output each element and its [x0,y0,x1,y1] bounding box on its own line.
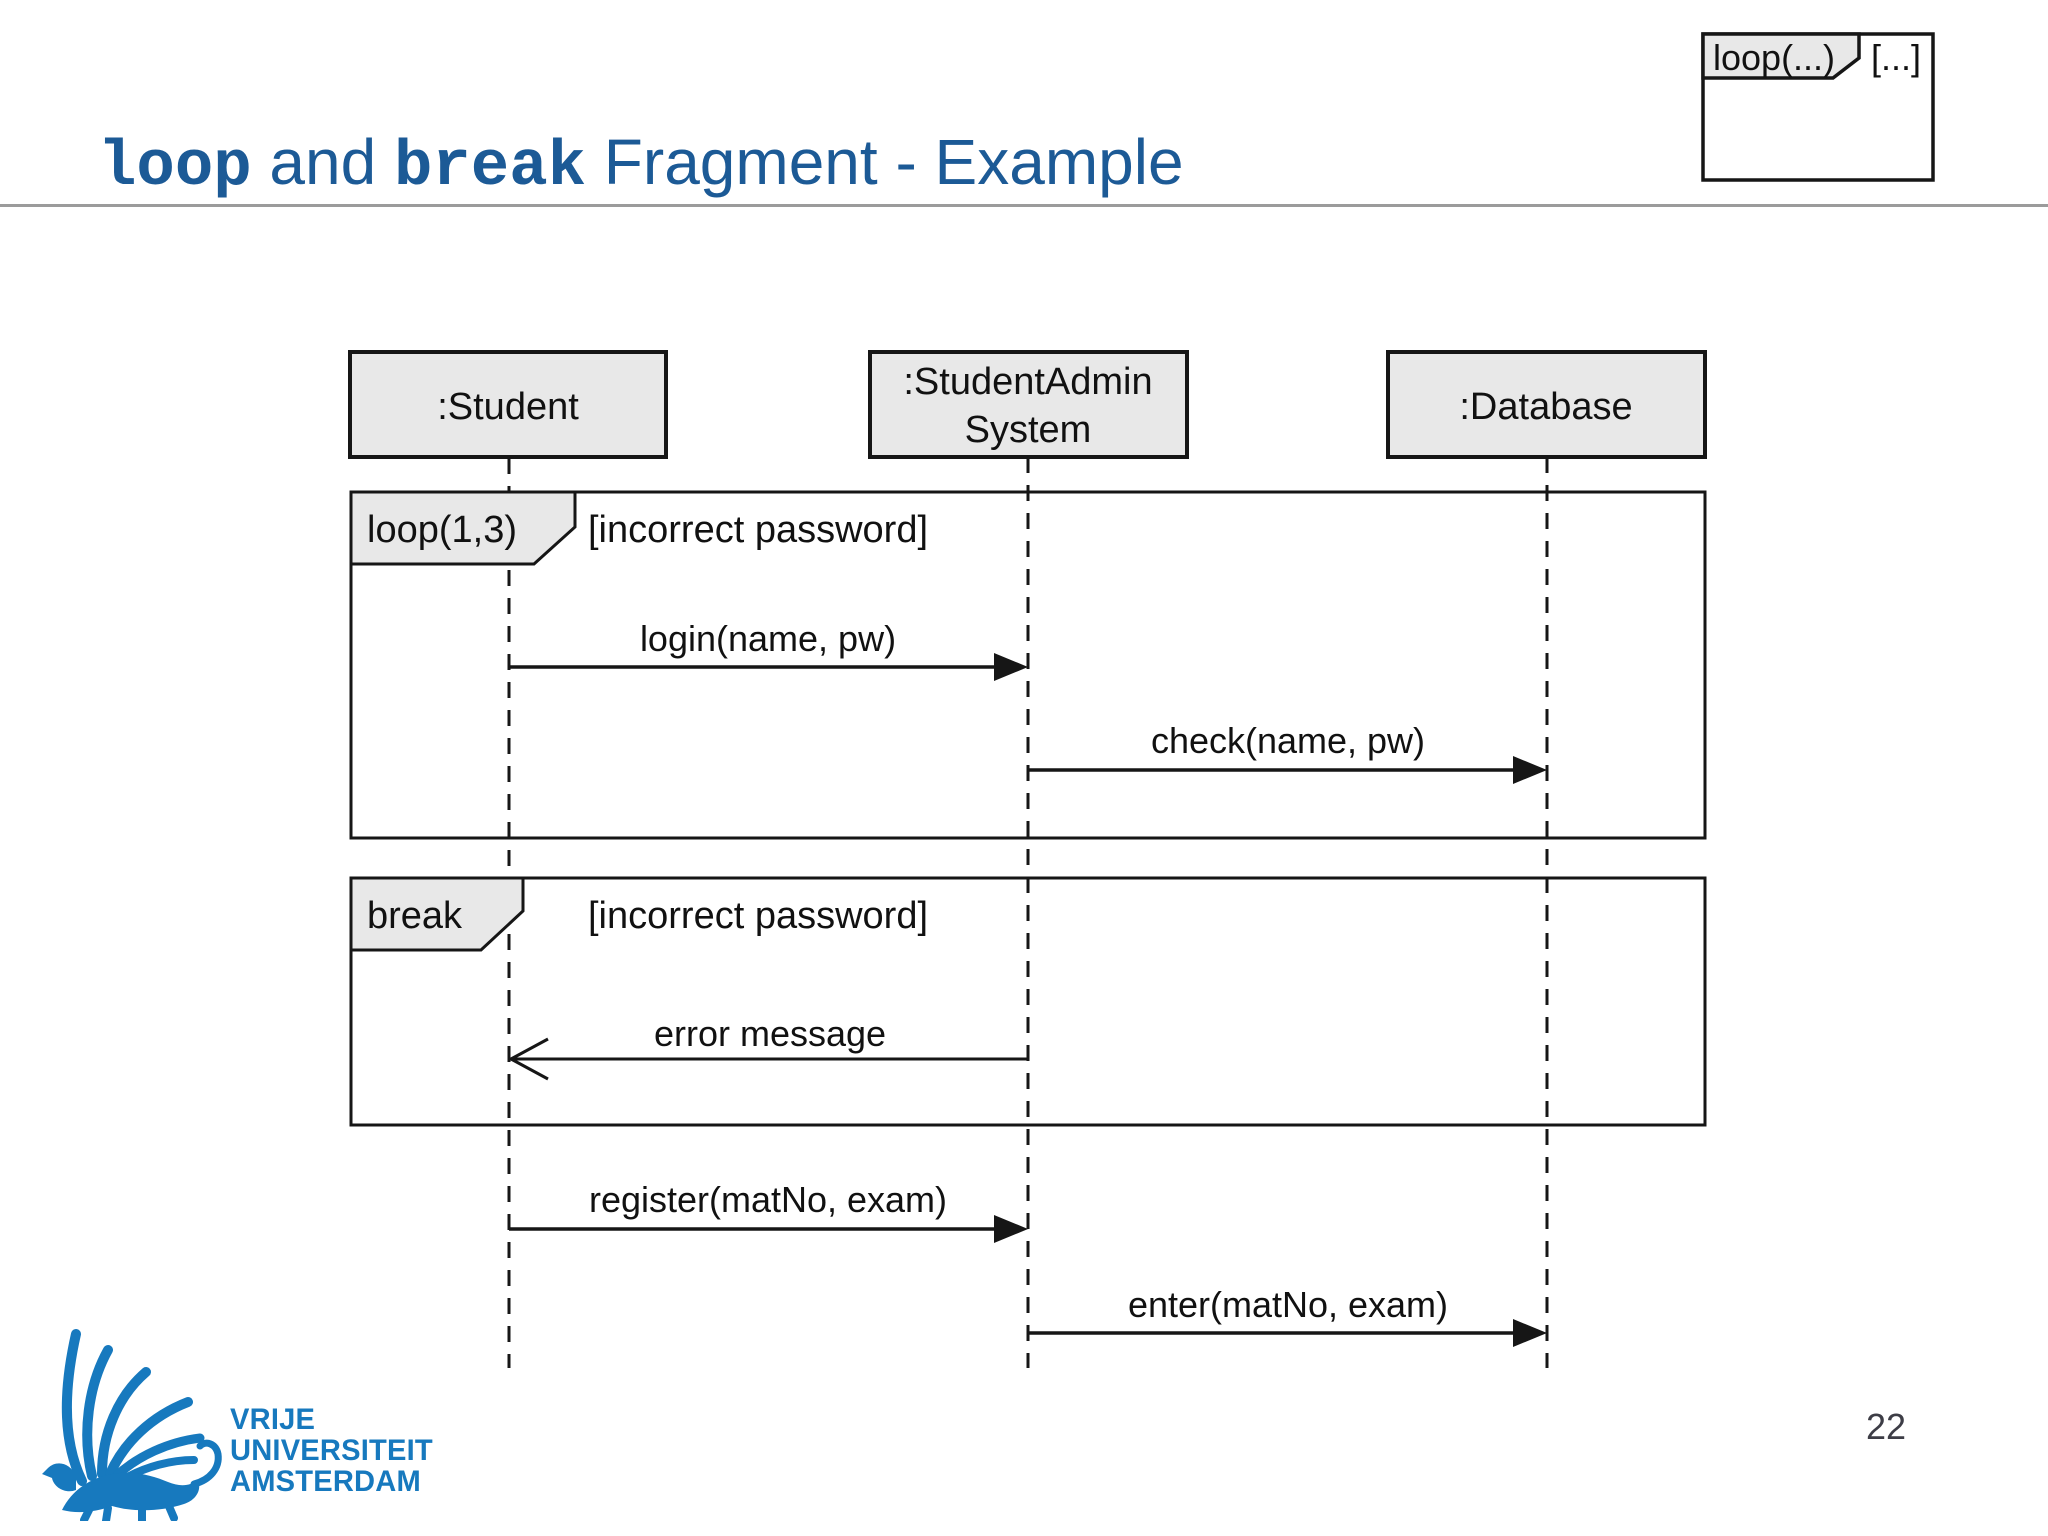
griffin-tail [190,1439,222,1488]
studentadmin-head-box [868,350,1189,459]
studentadmin-head-label-line2: System [965,409,1092,451]
title-text-and: and [251,126,394,198]
griffin-feather [111,1433,205,1481]
studentadmin-head-label-line1: :StudentAdmin [903,361,1152,403]
break-operator-pentagon [349,876,525,952]
loop-operator-pentagon [349,490,577,566]
break-guard-label: [incorrect password] [588,895,928,937]
griffin-feather [105,1397,193,1479]
message-error-label: error message [654,1013,886,1054]
break-operator-label: break [367,895,463,937]
message-error-arrowhead [507,1037,549,1081]
griffin-feather [82,1345,113,1481]
student-head-box [348,350,668,459]
message-check-label: check(name, pw) [1151,720,1425,761]
message-enter-label: enter(matNo, exam) [1128,1284,1448,1325]
break-fragment-border [349,876,1707,1127]
icon-guard-label: [...] [1871,37,1921,78]
title-keyword-break: break [393,132,586,204]
vu-logo-wordmark: VRIJE UNIVERSITEIT AMSTERDAM [230,1404,433,1497]
student-head-label: :Student [437,386,579,428]
database-head-box [1386,350,1707,459]
griffin-body [62,1472,200,1513]
icon-operator-pentagon [1701,32,1861,80]
loop-fragment-icon: loop(...) [...] [1701,32,1935,182]
title-text-rest: Fragment - Example [586,126,1184,198]
loop-guard-label: [incorrect password] [588,509,928,551]
icon-operator-label: loop(...) [1713,37,1835,78]
page-title: loop and break Fragment - Example [98,130,1184,200]
database-head-label: :Database [1459,386,1632,428]
title-keyword-loop: loop [98,132,252,204]
griffin-feather [61,1329,87,1486]
message-login-arrowhead [994,653,1028,681]
griffin-head [42,1463,76,1492]
griffin-feather [97,1367,151,1479]
loop-operator-label: loop(1,3) [367,509,517,551]
vu-logo-line3: AMSTERDAM [230,1465,421,1498]
page-number: 22 [1866,1406,1907,1447]
message-register-arrowhead [994,1215,1028,1243]
message-enter-arrowhead [1513,1319,1547,1347]
vu-griffin-logo-icon [42,1329,222,1521]
griffin-legs [80,1500,178,1521]
message-check-arrowhead [1513,756,1547,784]
vu-logo-line2: UNIVERSITEIT [230,1434,433,1467]
vu-logo-line1: VRIJE [230,1403,316,1436]
message-login-label: login(name, pw) [640,618,896,659]
loop-fragment-border [349,490,1707,840]
title-divider [0,204,2048,207]
message-register-label: register(matNo, exam) [589,1179,947,1220]
